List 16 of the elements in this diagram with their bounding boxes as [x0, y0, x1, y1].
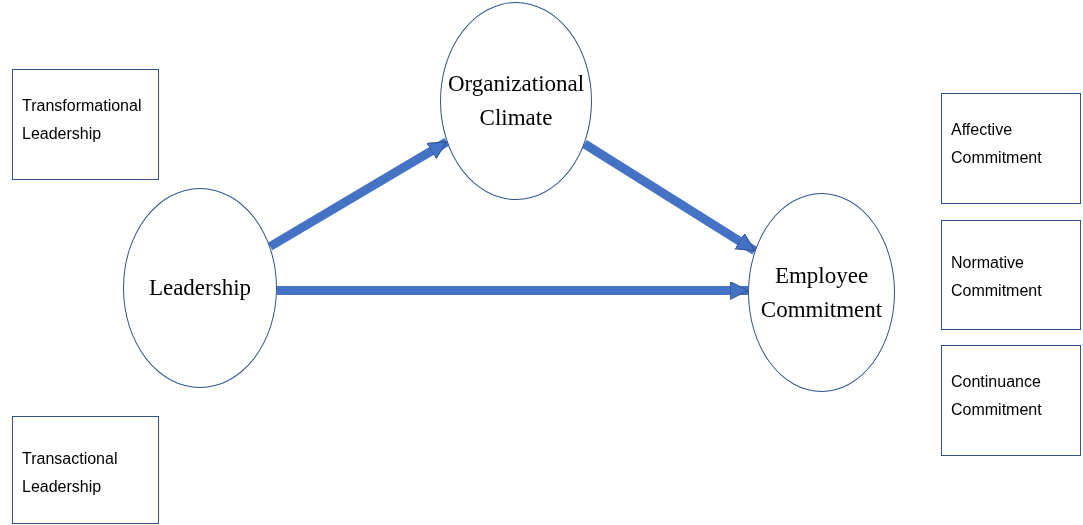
arrow [582, 140, 758, 255]
arrow [267, 138, 450, 251]
node-label: Employee Commitment [759, 261, 884, 324]
node-label: Affective Commitment [951, 120, 1043, 168]
node-label: Transactional Leadership [22, 449, 119, 497]
concept-box [941, 93, 1081, 204]
concept-box [12, 416, 159, 524]
concept-box [941, 220, 1081, 330]
arrow [277, 281, 749, 300]
concept-box [12, 69, 159, 180]
node-label: Leadership [148, 274, 252, 302]
node-label: Continuance Commitment [951, 372, 1043, 420]
concept-box [941, 345, 1081, 456]
node-label: Organizational Climate [446, 70, 586, 132]
node-label: Normative Commitment [951, 253, 1043, 301]
node-label: Transformational Leadership [22, 96, 143, 144]
